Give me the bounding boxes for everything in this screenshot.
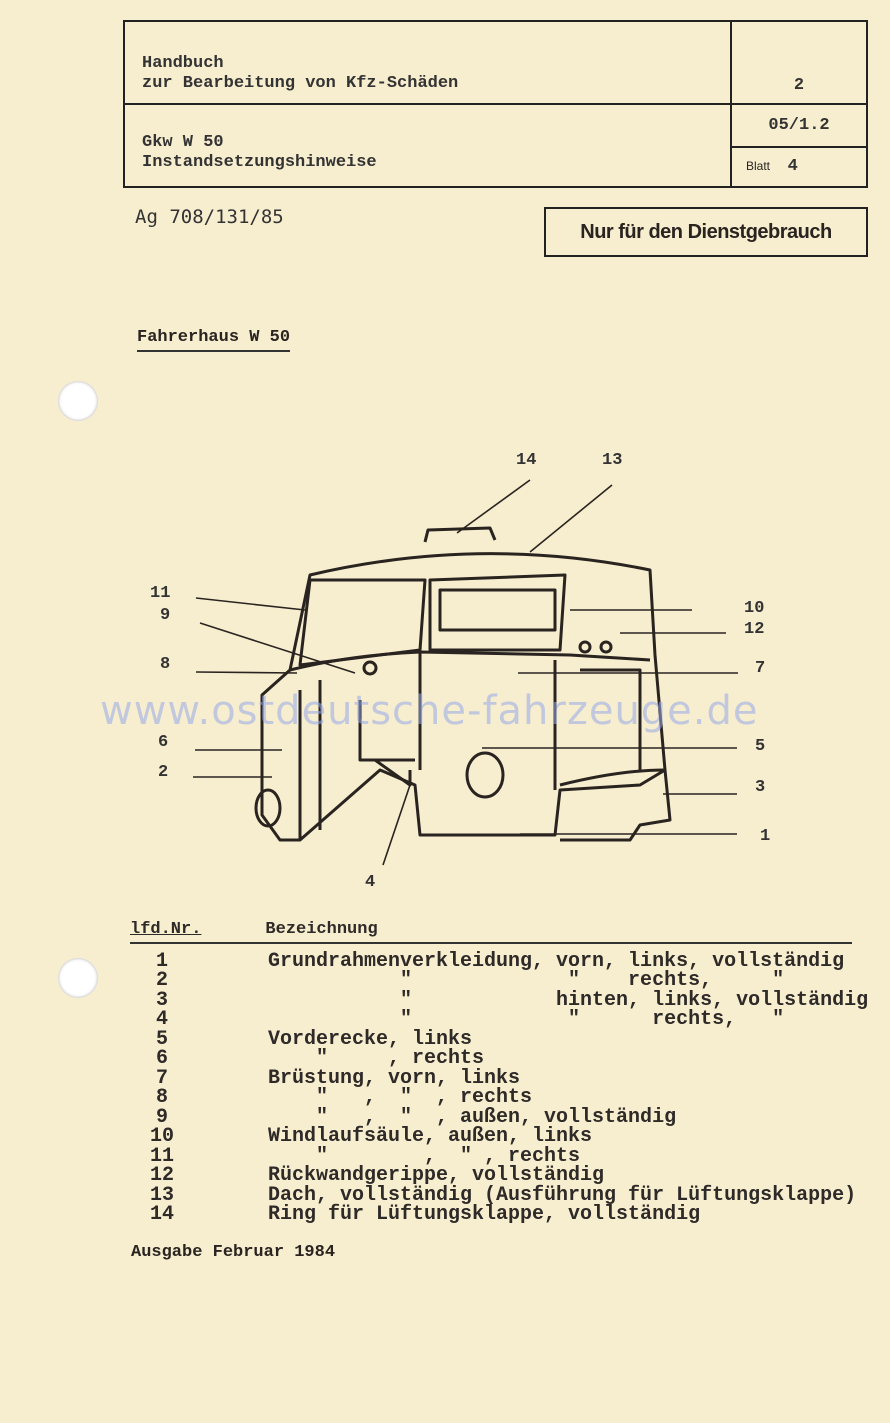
punch-hole — [58, 958, 98, 998]
cab-diagram: 1 2 3 4 5 6 7 8 9 10 11 12 13 14 — [150, 451, 770, 892]
callout-9: 9 — [160, 606, 170, 625]
parts-list-row: 9 " , " , außen, vollständig — [130, 1105, 870, 1129]
parts-list-row: 10 Windlaufsäule, außen, links — [130, 1127, 870, 1147]
part-description: Brüstung, vorn, links — [268, 1066, 521, 1090]
callout-4: 4 — [365, 873, 375, 892]
part-description: Grundrahmenverkleidung, vorn, links, vol… — [268, 949, 845, 973]
part-description: Dach, vollständig (Ausführung für Lüftun… — [268, 1183, 857, 1207]
part-number: 13 — [149, 1183, 174, 1207]
parts-list-row: 8 " , " , rechts — [130, 1088, 870, 1108]
callout-12: 12 — [744, 620, 764, 639]
part-description: " " rechts, " — [268, 969, 785, 992]
section-title: Fahrerhaus W 50 — [137, 328, 291, 352]
title-line-1: Handbuch — [142, 54, 224, 73]
part-number: 7 — [155, 1066, 168, 1090]
classification-stamp: Nur für den Dienstgebrauch — [544, 207, 868, 257]
callout-8: 8 — [160, 655, 170, 674]
callout-6: 6 — [158, 733, 168, 752]
callout-5: 5 — [755, 737, 765, 756]
parts-list-row: 4 " " rechts, " — [130, 1010, 870, 1030]
part-description: " , " , rechts — [268, 1086, 533, 1109]
column-header-number: lfd.Nr. — [130, 920, 202, 939]
part-number: 1 — [155, 949, 168, 973]
callout-14: 14 — [516, 451, 536, 470]
parts-list-row: 5 Vorderecke, links — [130, 1027, 870, 1051]
callout-13: 13 — [602, 451, 622, 470]
callout-3: 3 — [755, 778, 765, 797]
part-description: " , " , rechts — [268, 1144, 581, 1168]
title-line-2: zur Bearbeitung von Kfz-Schäden — [142, 74, 459, 93]
part-number: 5 — [155, 1027, 168, 1051]
parts-list-row: 12 Rückwandgerippe, vollständig — [130, 1166, 870, 1186]
parts-list-row: 3 " hinten, links, vollständig — [130, 988, 870, 1012]
part-number: 10 — [149, 1125, 174, 1148]
sheet-info: Blatt 4 — [746, 157, 798, 177]
part-description: " hinten, links, vollständig — [268, 988, 869, 1012]
punch-hole — [58, 381, 98, 421]
callout-1: 1 — [760, 827, 770, 846]
part-description: Windlaufsäule, außen, links — [268, 1125, 593, 1148]
parts-list-row: 14 Ring für Lüftungsklappe, vollständig — [130, 1205, 870, 1225]
part-number: 11 — [149, 1144, 174, 1168]
part-number: 3 — [155, 988, 168, 1012]
callout-7: 7 — [755, 659, 765, 678]
parts-list: lfd.Nr. Bezeichnung 1 Grundrahmenverkleid… — [130, 920, 870, 1225]
part-number: 14 — [149, 1203, 174, 1226]
part-description: Ring für Lüftungsklappe, vollständig — [268, 1203, 701, 1226]
vehicle-model: Gkw W 50 — [142, 133, 224, 152]
parts-list-row: 2 " " rechts, " — [130, 971, 870, 991]
part-number: 12 — [149, 1164, 174, 1187]
part-number: 6 — [155, 1047, 168, 1070]
issue-date: Ausgabe Februar 1984 — [131, 1243, 336, 1262]
parts-list-row: 6 " , rechts — [130, 1049, 870, 1069]
parts-list-row: 11 " , " , rechts — [130, 1144, 870, 1168]
part-number: 8 — [155, 1086, 168, 1109]
callout-2: 2 — [158, 763, 168, 782]
column-header-description: Bezeichnung — [265, 920, 378, 939]
parts-list-row: 13 Dach, vollständig (Ausführung für Lüft… — [130, 1183, 870, 1207]
part-number: 9 — [155, 1105, 168, 1129]
reference-number: Ag 708/131/85 — [135, 206, 284, 228]
parts-list-row: 1 Grundrahmenverkleidung, vorn, links, vo… — [130, 949, 870, 973]
header-box: Handbuch zur Bearbeitung von Kfz-Schäden… — [123, 20, 868, 188]
part-number: 4 — [155, 1008, 168, 1031]
watermark: www.ostdeutsche-fahrzeuge.de — [100, 688, 759, 734]
volume-number: 2 — [793, 76, 805, 95]
sheet-number: 4 — [787, 157, 798, 176]
part-number: 2 — [155, 969, 168, 992]
part-description: " , " , außen, vollständig — [268, 1105, 677, 1129]
header-title: Handbuch zur Bearbeitung von Kfz-Schäden — [142, 54, 458, 94]
part-description: " , rechts — [268, 1047, 485, 1070]
part-description: " " rechts, " — [268, 1008, 785, 1031]
header-subtitle: Gkw W 50 Instandsetzungshinweise — [142, 133, 377, 173]
section-number: 05/1.2 — [768, 116, 830, 135]
parts-list-row: 7 Brüstung, vorn, links — [130, 1066, 870, 1090]
callout-11: 11 — [150, 584, 170, 603]
sheet-label: Blatt — [746, 159, 771, 173]
subtitle: Instandsetzungshinweise — [142, 153, 377, 172]
callout-10: 10 — [744, 599, 764, 618]
part-description: Vorderecke, links — [268, 1027, 473, 1051]
part-description: Rückwandgerippe, vollständig — [268, 1164, 605, 1187]
